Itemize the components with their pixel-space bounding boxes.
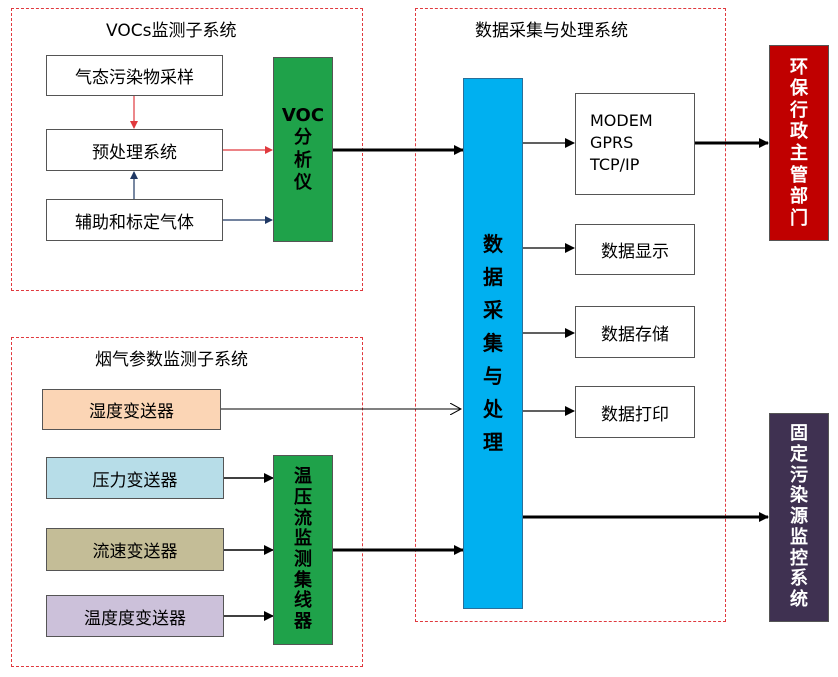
modem-label-2: TCP/IP xyxy=(590,155,640,174)
env-dept-label-3: 政 xyxy=(790,121,808,143)
processing-label-3: 集 xyxy=(483,331,503,355)
modem-box: MODEM GPRS TCP/IP xyxy=(575,93,695,195)
acquisition-region xyxy=(415,8,726,622)
collector-label-0: 温 xyxy=(294,466,312,488)
processing-label-2: 采 xyxy=(483,298,503,322)
collector-label-4: 测 xyxy=(294,549,312,570)
env-dept-label-4: 主 xyxy=(790,143,808,164)
collector-label-2: 流 xyxy=(294,507,312,529)
collector-label-3: 监 xyxy=(294,528,312,550)
data-display-box: 数据显示 xyxy=(575,224,695,275)
monitor-system-label-7: 系 xyxy=(790,568,808,590)
monitor-system-label-1: 定 xyxy=(790,444,808,466)
humidity-transmitter-box: 湿度变送器 xyxy=(42,389,221,430)
monitor-system-label-8: 统 xyxy=(790,588,808,610)
env-dept-label-6: 部 xyxy=(790,186,808,208)
collector-label-7: 器 xyxy=(294,611,312,633)
temperature-transmitter-box: 温度度变送器 xyxy=(46,595,224,637)
monitor-system-label-4: 源 xyxy=(790,506,808,528)
flue-gas-title: 烟气参数监测子系统 xyxy=(95,350,248,370)
env-dept-label-7: 门 xyxy=(790,207,808,229)
env-dept-label-5: 管 xyxy=(790,164,808,186)
flue-gas-region xyxy=(11,337,363,667)
monitor-system-box: 固 定 污 染 源 监 控 系 统 xyxy=(769,413,829,622)
pressure-transmitter-box: 压力变送器 xyxy=(46,457,224,499)
collector-label-5: 集 xyxy=(294,569,312,591)
pretreatment-box: 预处理系统 xyxy=(46,129,223,171)
processing-label-4: 与 xyxy=(483,364,503,388)
processing-label-1: 据 xyxy=(483,265,503,289)
voc-subsystem-title: VOCs监测子系统 xyxy=(106,21,237,41)
processing-box: 数 据 采 集 与 处 理 xyxy=(463,78,523,609)
env-dept-label-0: 环 xyxy=(790,56,808,78)
acquisition-title: 数据采集与处理系统 xyxy=(475,21,628,41)
calibration-gas-box: 辅助和标定气体 xyxy=(46,199,223,241)
env-dept-box: 环 保 行 政 主 管 部 门 xyxy=(769,45,829,241)
flow-transmitter-box: 流速变送器 xyxy=(46,528,224,571)
voc-analyzer-label-3: 仪 xyxy=(294,172,312,193)
data-storage-box: 数据存储 xyxy=(575,306,695,358)
processing-label-6: 理 xyxy=(483,430,503,454)
collector-box: 温 压 流 监 测 集 线 器 xyxy=(273,455,333,645)
monitor-system-label-6: 控 xyxy=(790,547,808,569)
env-dept-label-1: 保 xyxy=(790,78,808,100)
voc-analyzer-label-2: 析 xyxy=(294,149,312,171)
data-print-box: 数据打印 xyxy=(575,386,695,438)
processing-label-0: 数 xyxy=(483,232,503,256)
monitor-system-label-0: 固 xyxy=(790,423,808,445)
modem-label-0: MODEM xyxy=(590,111,653,130)
modem-label-1: GPRS xyxy=(590,133,634,152)
voc-analyzer-label-1: 分 xyxy=(294,127,312,148)
collector-label-6: 线 xyxy=(294,590,312,612)
env-dept-label-2: 行 xyxy=(790,99,808,121)
monitor-system-label-3: 染 xyxy=(790,485,808,507)
voc-analyzer-label-0: VOC xyxy=(281,104,325,126)
voc-analyzer-box: VOC 分 析 仪 xyxy=(273,57,333,242)
monitor-system-label-5: 监 xyxy=(790,526,808,548)
collector-label-1: 压 xyxy=(294,486,312,508)
processing-label-5: 处 xyxy=(483,397,503,421)
monitor-system-label-2: 污 xyxy=(790,464,808,486)
gas-sampling-box: 气态污染物采样 xyxy=(46,55,223,96)
